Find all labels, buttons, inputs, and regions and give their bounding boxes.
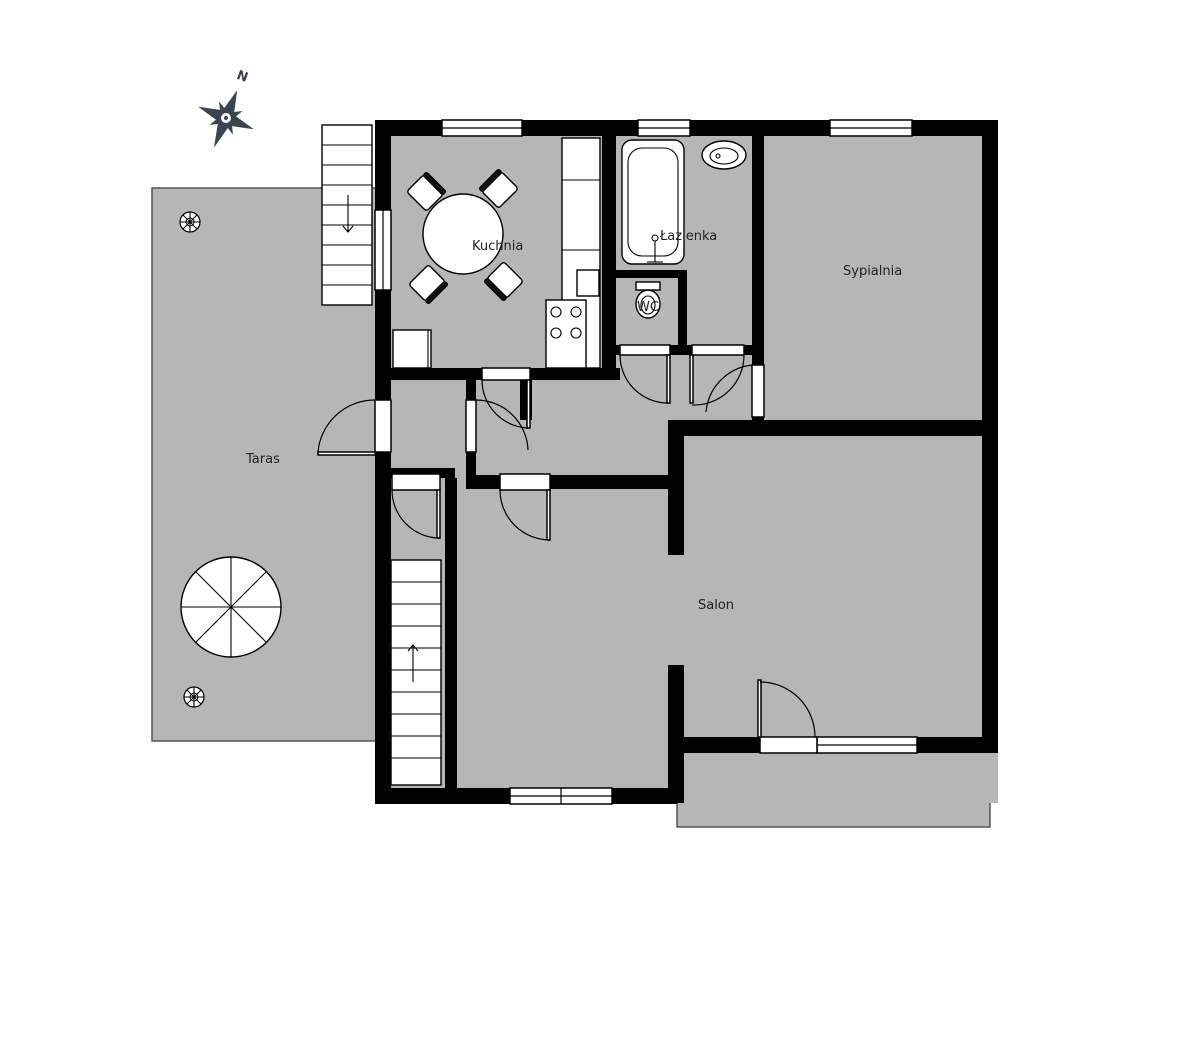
plant-icon: [183, 686, 205, 708]
inside-stairs: [390, 559, 442, 786]
doors: [317, 344, 818, 754]
room-label-kitchen: Kuchnia: [472, 239, 523, 254]
room-label-terrace: Taras: [245, 452, 280, 467]
windows: [374, 119, 918, 805]
compass-rose-icon: [198, 90, 254, 148]
plant-icon: [179, 211, 201, 233]
room-label-bathroom: Łazienka: [659, 229, 717, 244]
outside-stairs: [321, 124, 373, 306]
compass-north-label: N: [235, 68, 250, 86]
kitchen-furniture: [392, 137, 601, 369]
room-label-wc: WC: [637, 300, 659, 315]
bathroom-fixtures: [621, 139, 747, 319]
room-label-living-room: Salon: [698, 598, 734, 613]
room-label-bedroom: Sypialnia: [843, 264, 902, 279]
round-table-icon: [180, 556, 282, 658]
